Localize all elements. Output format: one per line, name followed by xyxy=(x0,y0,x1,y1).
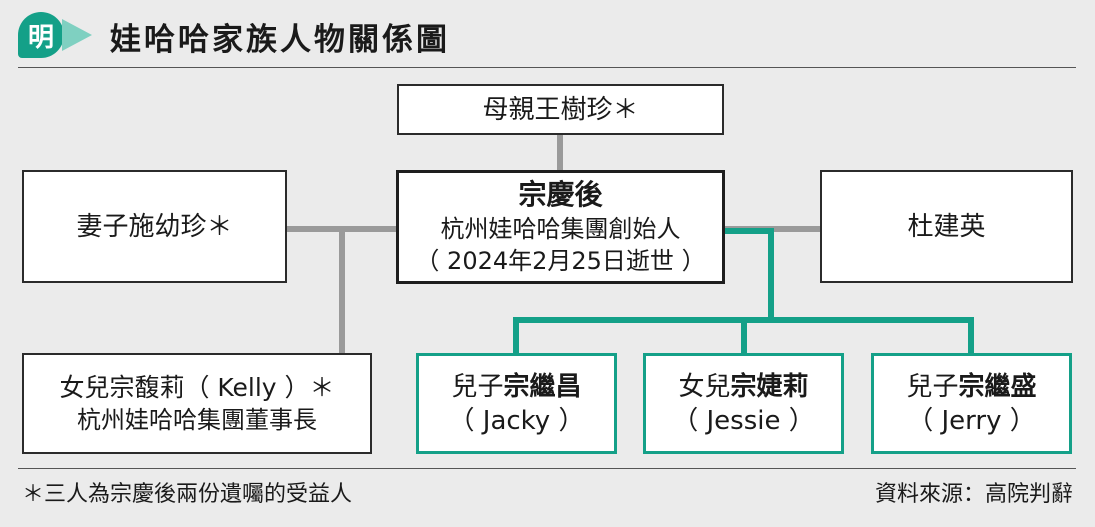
jerry-english: （ Jerry ） xyxy=(907,405,1036,436)
zong-box: 宗慶後 杭州娃哈哈集團創始人 （ 2024年2月25日逝世 ） xyxy=(396,170,725,284)
jacky-relation: 兒子 xyxy=(451,371,504,402)
jerry-relation: 兒子 xyxy=(906,371,959,402)
zong-name: 宗慶後 xyxy=(518,178,603,211)
connector-kelly xyxy=(339,226,345,354)
connector-mother-zong xyxy=(557,134,563,171)
top-divider xyxy=(18,67,1076,68)
source-credit: 資料來源：高院判辭 xyxy=(874,482,1073,507)
zong-death: （ 2024年2月25日逝世 ） xyxy=(415,247,706,275)
jessie-box: 女兒宗婕莉 （ Jessie ） xyxy=(643,353,844,454)
header: 明 娃哈哈家族人物關係圖 xyxy=(0,0,1095,66)
zong-role: 杭州娃哈哈集團創始人 xyxy=(440,215,681,243)
jacky-box: 兒子宗繼昌 （ Jacky ） xyxy=(416,353,617,454)
bottom-divider xyxy=(18,468,1076,469)
page-title: 娃哈哈家族人物關係圖 xyxy=(110,22,450,58)
jerry-box: 兒子宗繼盛 （ Jerry ） xyxy=(871,353,1072,454)
jerry-name: 宗繼盛 xyxy=(958,371,1037,402)
arrow-icon xyxy=(62,19,92,51)
connector-du-children-h1 xyxy=(723,228,774,234)
jessie-relation: 女兒 xyxy=(678,371,731,402)
ming-pao-logo-icon: 明 xyxy=(18,12,64,58)
kelly-line2: 杭州娃哈哈集團董事長 xyxy=(77,405,317,434)
du-box: 杜建英 xyxy=(820,170,1073,283)
mother-box: 母親王樹珍＊ xyxy=(397,84,724,135)
jessie-name: 宗婕莉 xyxy=(730,371,809,402)
jacky-english: （ Jacky ） xyxy=(448,405,585,436)
wife-label: 妻子施幼珍＊ xyxy=(76,211,233,242)
jacky-title: 兒子宗繼昌 xyxy=(451,370,581,404)
connector-jacky xyxy=(513,317,519,354)
jessie-title: 女兒宗婕莉 xyxy=(678,370,808,404)
jessie-english: （ Jessie ） xyxy=(672,405,815,436)
footnote: ＊三人為宗慶後兩份遺囑的受益人 xyxy=(22,482,353,507)
connector-jerry xyxy=(968,317,974,354)
connector-du-children-v1 xyxy=(768,228,774,323)
jacky-name: 宗繼昌 xyxy=(503,371,582,402)
kelly-line1: 女兒宗馥莉（ Kelly ）＊ xyxy=(59,372,335,402)
connector-jessie xyxy=(741,317,747,354)
mother-label: 母親王樹珍＊ xyxy=(482,94,639,125)
jerry-title: 兒子宗繼盛 xyxy=(906,370,1036,404)
kelly-box: 女兒宗馥莉（ Kelly ）＊ 杭州娃哈哈集團董事長 xyxy=(22,353,372,454)
wife-box: 妻子施幼珍＊ xyxy=(22,170,287,283)
du-label: 杜建英 xyxy=(907,211,986,242)
